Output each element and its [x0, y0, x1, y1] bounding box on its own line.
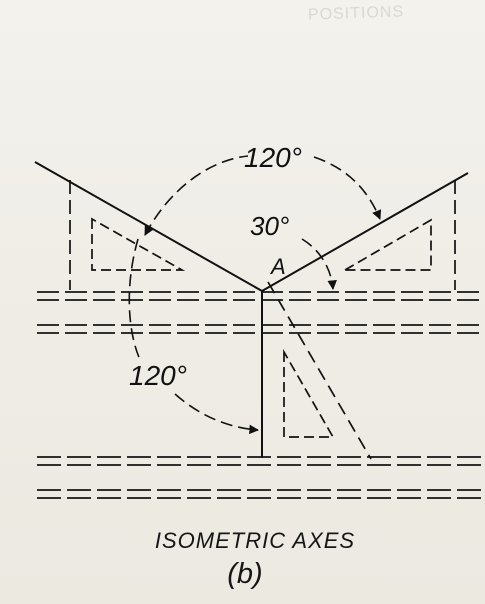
upper-construction-lines — [37, 291, 482, 334]
right-angle-arc — [301, 238, 337, 290]
right-isometric-axis — [261, 172, 469, 292]
diagonal-guide-line — [267, 281, 372, 460]
caption-title: ISOMETRIC AXES — [154, 528, 356, 553]
point-label: A — [269, 254, 286, 279]
triangle-icon — [91, 217, 186, 271]
top-angle-arc — [144, 155, 249, 236]
bottom-angle-label: 120° — [129, 360, 187, 391]
triangle-icon — [283, 348, 335, 438]
right-angle-label: 30° — [250, 211, 289, 241]
caption-label: (b) — [227, 558, 263, 590]
left-isometric-axis — [34, 161, 263, 292]
bottom-angle-arc — [128, 238, 142, 363]
top-angle-arc-right — [313, 156, 382, 220]
top-angle-label: 120° — [244, 142, 302, 173]
lower-construction-lines — [37, 456, 482, 499]
triangle-icon — [341, 218, 432, 271]
bottom-angle-arc-lower — [174, 393, 259, 435]
